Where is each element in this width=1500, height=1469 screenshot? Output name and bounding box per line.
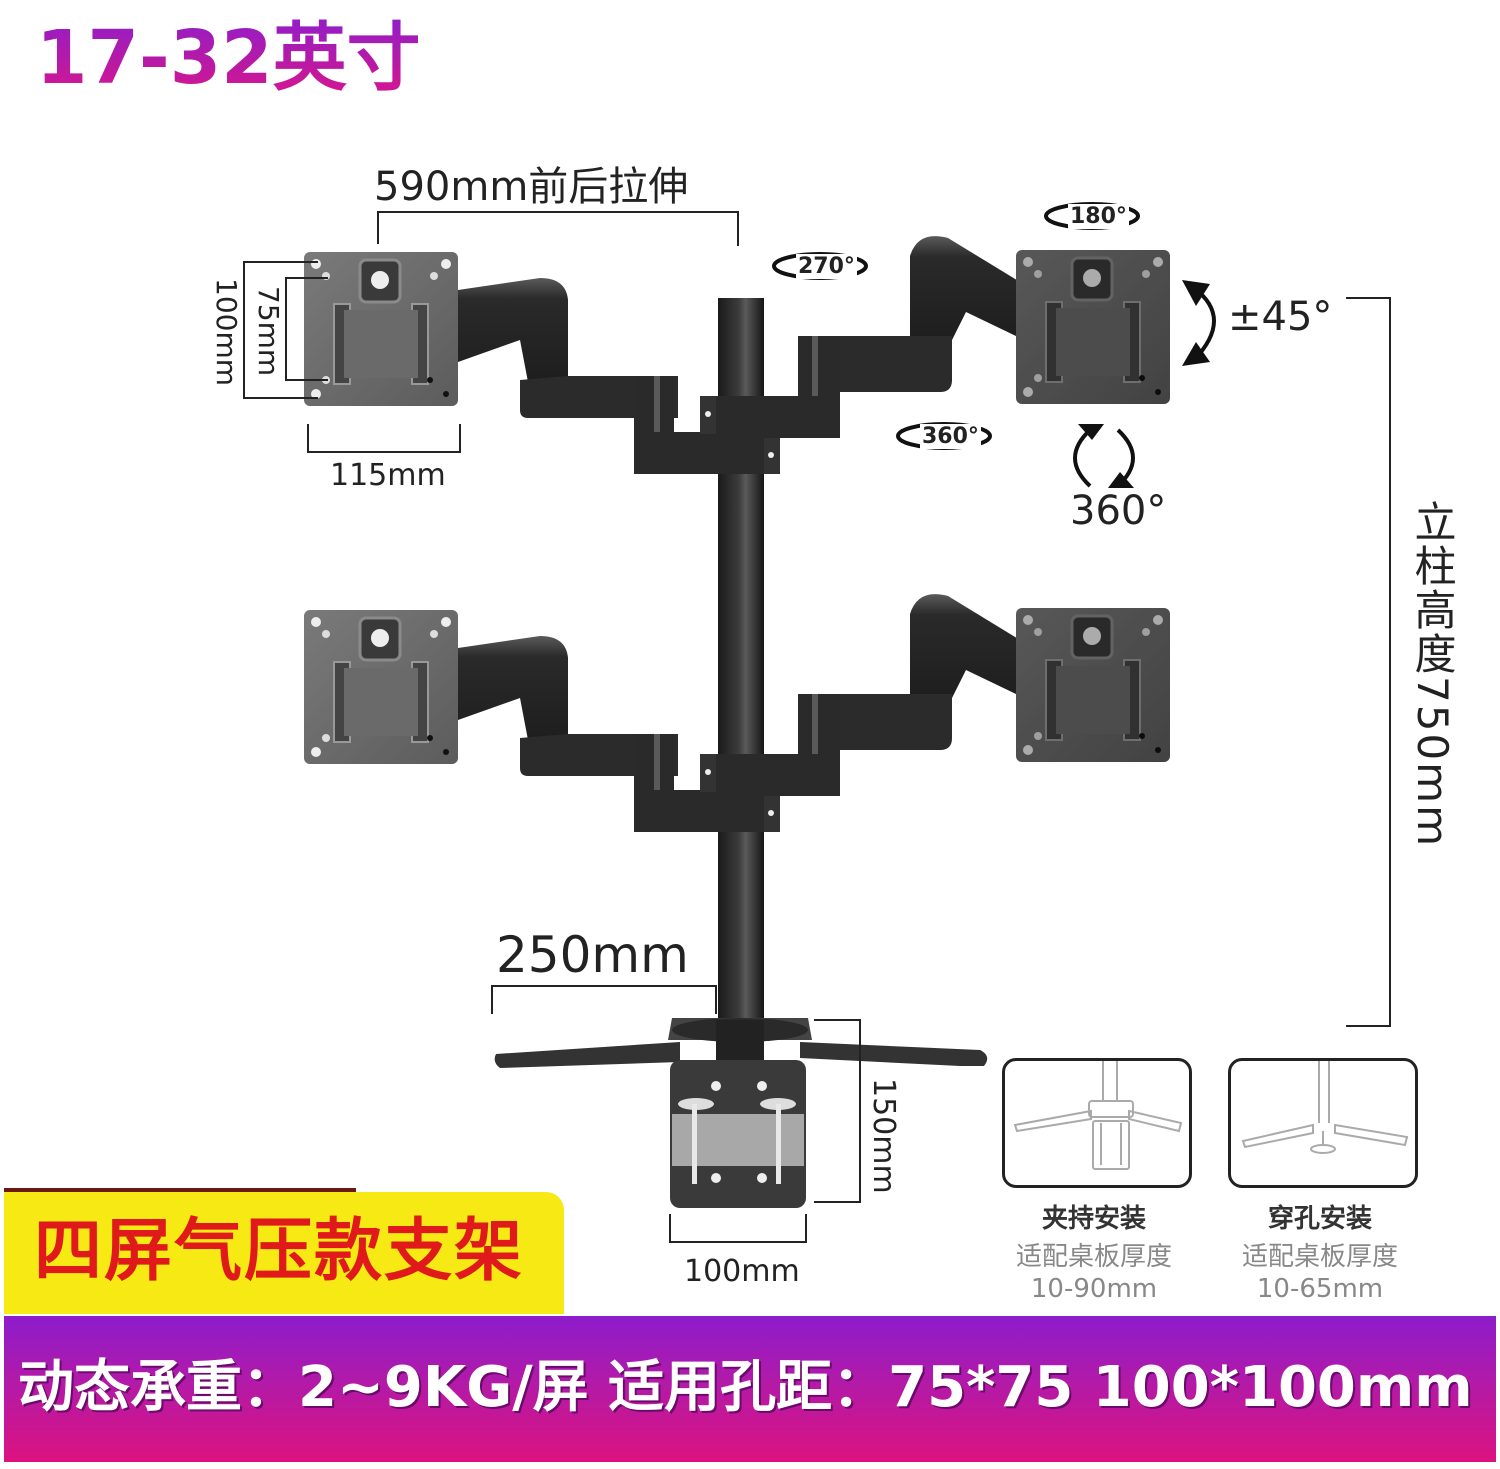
top-left-vesa-plate (302, 250, 460, 408)
bottom-right-vesa-plate (1014, 606, 1172, 764)
spec-band (4, 1316, 1496, 1462)
rotate-label: 360° (1070, 488, 1167, 534)
top-left-arm (458, 278, 780, 474)
bottom-left-vesa-plate (302, 608, 460, 766)
install-option-grommet: 穿孔安装 适配桌板厚度 10-65mm (1228, 1058, 1418, 1304)
tilt-label: ±45° (1228, 294, 1333, 340)
plate-width-label: 115mm (330, 458, 446, 493)
grommet-mount-icon (1228, 1058, 1418, 1188)
spec-band-text: 动态承重：2~9KG/屏 适用孔距：75*75 100*100mm (18, 1355, 1473, 1420)
extension-dimension-line (377, 211, 739, 246)
product-label-box (4, 1192, 564, 1314)
vesa-75-label: 75mm (252, 286, 285, 377)
page-title: 17-32英寸 (36, 8, 421, 108)
install-option-clamp: 夹持安装 适配桌板厚度 10-90mm (1002, 1058, 1192, 1304)
elbow-swivel-label: 360° (920, 424, 981, 449)
desk-base (494, 1018, 988, 1208)
install-grommet-range: 10-65mm (1256, 1274, 1384, 1304)
bottom-left-arm (458, 636, 780, 832)
install-grommet-subtitle: 适配桌板厚度 (1241, 1242, 1398, 1272)
install-clamp-title: 夹持安装 (1041, 1204, 1146, 1234)
vesa-100-label: 100mm (210, 278, 243, 386)
install-clamp-subtitle: 适配桌板厚度 (1015, 1242, 1172, 1272)
bottom-right-arm (700, 594, 1020, 796)
base-leg-label: 250mm (496, 926, 689, 984)
product-label-text: 四屏气压款支架 (34, 1212, 525, 1291)
install-clamp-range: 10-90mm (1030, 1274, 1158, 1304)
install-grommet-title: 穿孔安装 (1267, 1204, 1372, 1234)
pole-height-dimension-line (1346, 297, 1391, 1027)
clamp-width-label: 100mm (684, 1254, 800, 1289)
top-right-vesa-plate (1014, 248, 1172, 406)
pole-height-label: 立柱高度750mm (1408, 500, 1457, 848)
arm-swivel-label: 270° (796, 254, 857, 279)
clamp-mount-icon (1002, 1058, 1192, 1188)
top-right-arm (700, 236, 1020, 438)
clamp-height-label: 150mm (866, 1078, 901, 1194)
plate-swivel-label: 180° (1068, 204, 1129, 229)
arm-extension-label: 590mm前后拉伸 (374, 164, 689, 210)
product-label-accent (4, 1188, 356, 1192)
